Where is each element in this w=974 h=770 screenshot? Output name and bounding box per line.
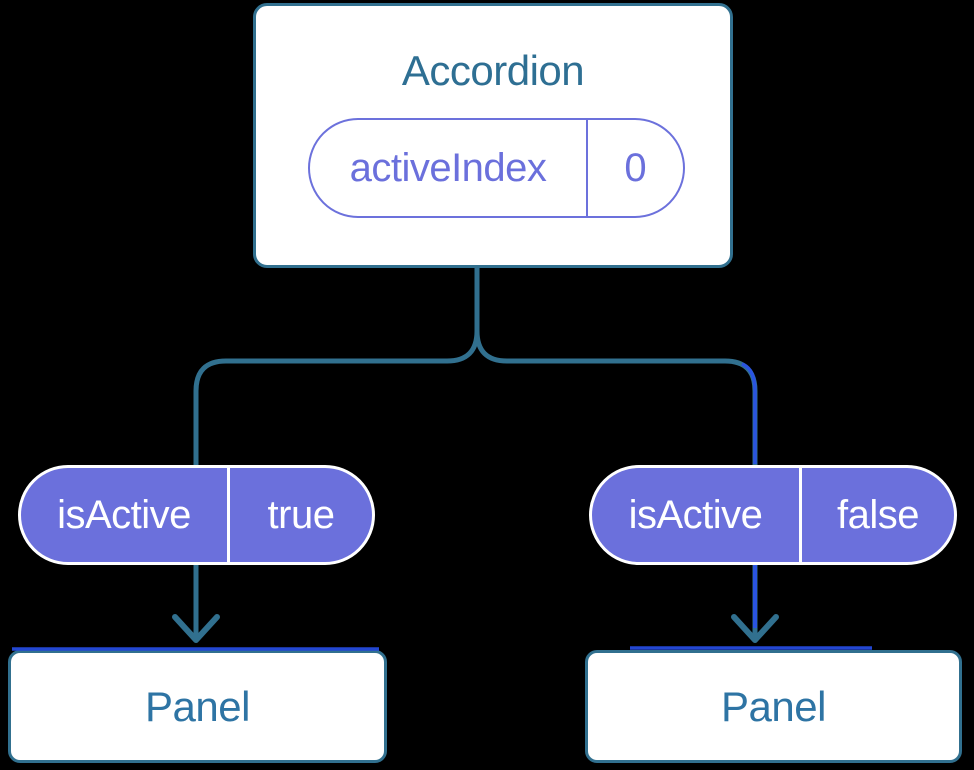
branch-highlight-right [741, 362, 757, 464]
panel-title-left: Panel [145, 682, 250, 730]
prop-pill-right-label: isActive [592, 468, 802, 562]
right-arrow-head-icon [731, 614, 779, 643]
panel-title-right: Panel [721, 682, 826, 730]
tree-branch-right [474, 268, 758, 466]
accordion-component-box: Accordion activeIndex 0 [253, 3, 733, 268]
prop-pill-left-label: isActive [21, 468, 230, 562]
state-pill-value: 0 [624, 145, 647, 190]
prop-pill-left-value: true [267, 492, 335, 537]
panel-component-box-right: Panel [585, 650, 962, 763]
panel-component-box-left: Panel [8, 650, 387, 763]
left-arrow-head-icon [172, 614, 220, 643]
prop-pill-left: isActive true [18, 465, 375, 565]
tree-branch-left [193, 268, 480, 466]
state-pill: activeIndex 0 [308, 118, 685, 218]
accordion-title: Accordion [401, 47, 585, 94]
prop-pill-right-value: false [837, 492, 920, 537]
prop-pill-right: isActive false [589, 465, 957, 565]
state-pill-label: activeIndex [310, 120, 588, 216]
